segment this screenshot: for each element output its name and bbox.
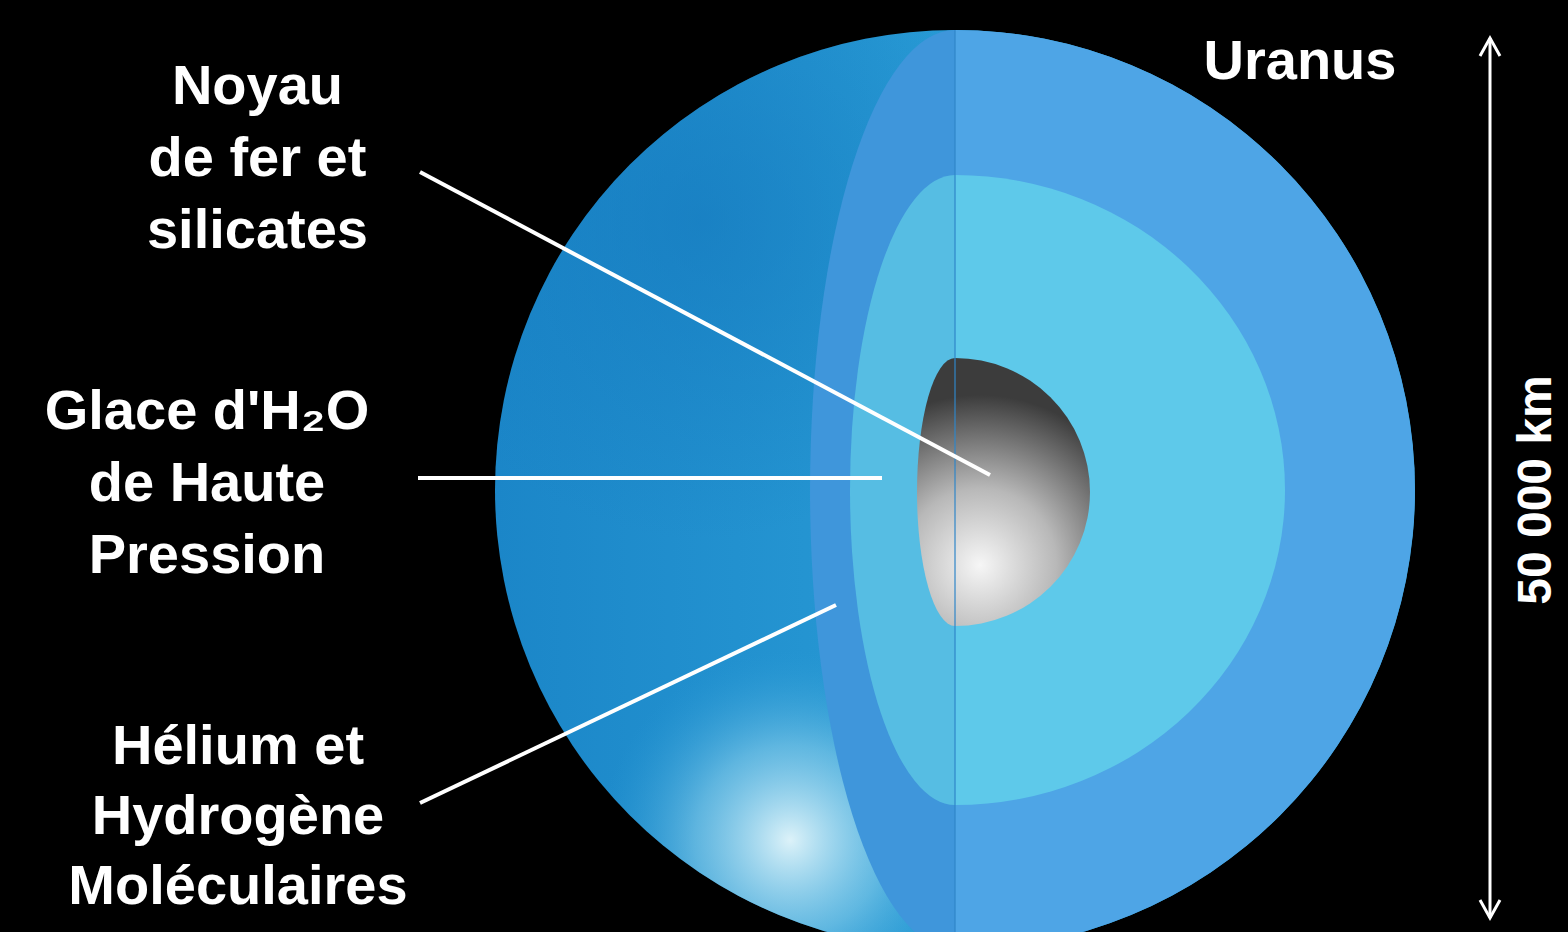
core-cut [955, 358, 1090, 626]
gas-label: Hélium et Hydrogène Moléculaires [48, 710, 428, 920]
mantle-cut [955, 175, 1285, 805]
mantle-face [850, 175, 955, 805]
leader-line [420, 605, 836, 803]
dimension-line [1489, 38, 1492, 918]
leader-line [418, 476, 882, 480]
outer-layer-cut [955, 30, 1415, 932]
outer-layer-face [810, 30, 955, 932]
planet-highlight [495, 30, 1415, 932]
arrow-head [1480, 38, 1500, 56]
core-face [917, 358, 955, 626]
cut-edge [954, 30, 956, 932]
leader-line [420, 172, 990, 475]
planet-sphere [495, 30, 1415, 932]
arrow-head [1480, 900, 1500, 918]
planet-name: Uranus [1180, 28, 1420, 92]
planet-shade [495, 30, 1415, 932]
dimension-label: 50 000 km [1506, 290, 1564, 690]
ice-label: Glace d'H₂O de Haute Pression [27, 374, 387, 590]
core-label: Noyau de fer et silicates [140, 49, 375, 265]
